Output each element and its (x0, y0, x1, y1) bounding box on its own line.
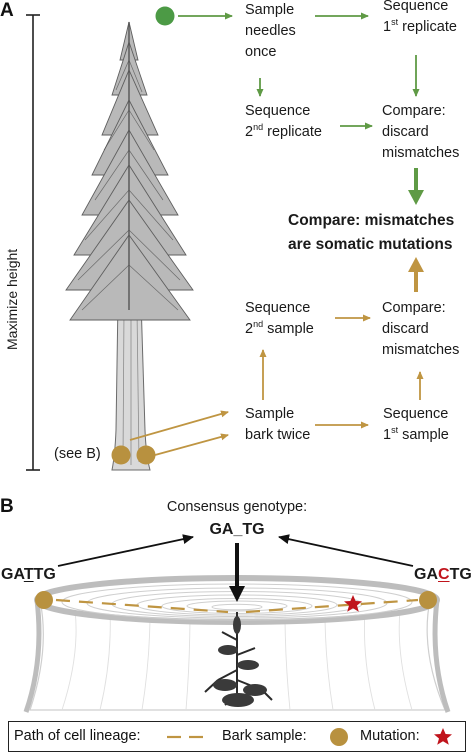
height-axis (26, 14, 40, 471)
seq-gap: _ (233, 521, 243, 538)
legend-mutation-star-icon (434, 728, 452, 745)
ordinal: 2 (245, 321, 254, 337)
node-line: Compare: mismatches (288, 212, 455, 229)
panel-a-label: A (0, 0, 14, 21)
node-seq-1st-replicate: Sequence 1st replicate (383, 0, 457, 38)
node-line: Sequence (245, 103, 311, 119)
green-arrows (178, 12, 420, 130)
ordinal: 1 (383, 427, 392, 443)
consensus-label: Consensus genotype: (166, 499, 308, 515)
consensus-genotype: GA_TG (0, 519, 474, 540)
central-arrow (229, 543, 245, 602)
node-line: once (245, 44, 277, 60)
seq-part: GA (414, 566, 438, 583)
seq-part: TG (449, 566, 472, 583)
seq-mark: T (23, 566, 34, 583)
node-seq-2nd-replicate: Sequence 2nd replicate (245, 101, 322, 143)
node-compare-bottom: Compare: discard mismatches (382, 298, 459, 361)
node-seq-2nd-sample: Sequence 2nd sample (245, 298, 314, 340)
node-line: Sample (245, 406, 295, 422)
node-final-compare: Compare: mismatches are somatic mutation… (288, 209, 454, 257)
mutation-star-icon (344, 595, 362, 612)
node-line: 1st replicate (383, 17, 457, 38)
seq-part: GA (209, 521, 234, 538)
node-line: mismatches (382, 145, 460, 161)
seq-mark: C (438, 566, 450, 583)
node-compare-top: Compare: discard mismatches (382, 101, 459, 164)
node-line: discard (382, 321, 429, 337)
node-suffix: replicate (263, 124, 322, 140)
legend (8, 721, 466, 752)
legend-mutation-label: Mutation: (360, 728, 420, 744)
node-sample-bark: Sample bark twice (245, 404, 310, 446)
right-sequence: GACTG (414, 564, 472, 585)
node-line: 1st sample (383, 425, 449, 446)
ordinal-suffix: nd (253, 319, 264, 329)
height-axis-label: Maximize height (4, 248, 20, 350)
node-line: Compare: (382, 300, 446, 316)
node-line: mismatches (382, 342, 460, 358)
bark-sample-dot (419, 591, 437, 609)
ordinal-suffix: st (391, 425, 399, 435)
ordinal: 2 (245, 124, 254, 140)
needle-sample-dot (155, 6, 175, 26)
ordinal: 1 (383, 19, 392, 35)
legend-bark-label: Bark sample: (222, 728, 307, 744)
node-sample-needles: Sample needles once (245, 0, 296, 63)
ordinal-suffix: st (391, 17, 399, 27)
node-line: bark twice (245, 427, 311, 443)
see-b-label: (see B) (54, 446, 101, 462)
green-main-arrow (408, 168, 424, 205)
gold-arrows (129, 314, 424, 456)
node-line: Sequence (245, 300, 311, 316)
seq-part: TG (33, 566, 56, 583)
node-line: 2nd replicate (245, 122, 322, 143)
node-line: Sequence (383, 0, 449, 14)
node-line: are somatic mutations (288, 236, 453, 253)
tree-illustration (65, 21, 194, 471)
bark-sample-dot (111, 445, 156, 465)
node-line: needles (245, 23, 296, 39)
node-line: Sample (245, 2, 295, 18)
left-sequence: GATTG (1, 564, 56, 585)
node-suffix: sample (398, 427, 449, 443)
seq-part: GA (1, 566, 24, 583)
node-line: 2nd sample (245, 319, 314, 340)
bark-sample-dot (35, 591, 53, 609)
node-line: Sequence (383, 406, 449, 422)
node-suffix: replicate (398, 19, 457, 35)
legend-path-label: Path of cell lineage: (14, 728, 141, 744)
node-line: discard (382, 124, 429, 140)
lineage-path (55, 598, 419, 614)
node-seq-1st-sample: Sequence 1st sample (383, 404, 449, 446)
node-line: Compare: (382, 103, 446, 119)
node-suffix: sample (263, 321, 314, 337)
panel-b-label: B (0, 496, 14, 517)
ordinal-suffix: nd (253, 122, 264, 132)
gold-main-arrow (408, 257, 424, 292)
consensus-arrows (57, 534, 414, 567)
seq-part: TG (242, 521, 265, 538)
legend-bark-dot (330, 728, 348, 746)
